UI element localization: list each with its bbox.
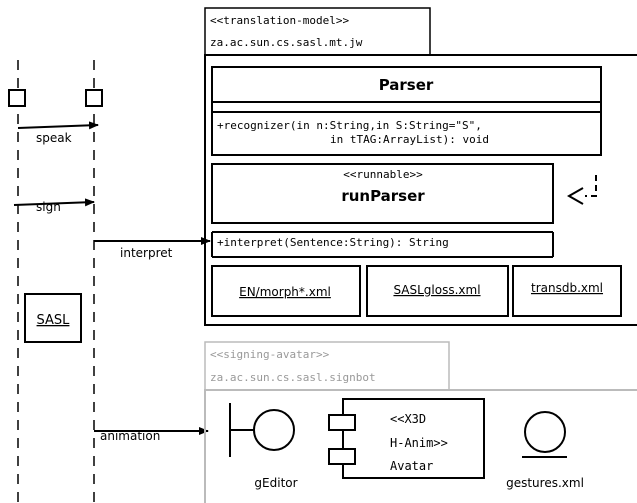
parser-class: Parser +recognizer(in n:String,in S:Stri… <box>211 66 602 156</box>
package-stereotype: <<translation-model>> <box>210 14 349 27</box>
artifact-transdb-label: transdb.xml <box>531 281 603 295</box>
avatar-package-name: za.ac.sun.cs.sasl.signbot <box>210 371 376 384</box>
avatar-package-tab <box>204 341 450 391</box>
runparser-class: <<runnable>> runParser +interpret(Senten… <box>211 163 554 258</box>
translation-model-package: <<translation-model>> za.ac.sun.cs.sasl.… <box>204 7 637 326</box>
speak-arrow <box>17 121 99 130</box>
sasl-object-label: SASL <box>37 313 71 328</box>
dependency-arrow <box>566 175 597 205</box>
runparser-stereotype: <<runnable>> <box>343 168 423 181</box>
messages: speak sign interpret animation <box>13 121 211 443</box>
artifact-morph: EN/morph*.xml <box>211 265 361 317</box>
artifact-transdb: transdb.xml <box>512 265 622 317</box>
sign-label: sign <box>36 200 61 214</box>
sign-arrow <box>13 198 95 207</box>
runparser-operation: +interpret(Sentence:String): String <box>217 236 449 249</box>
component-avatar-line3: Avatar <box>390 459 433 473</box>
boundary-geditor-label: gEditor <box>254 476 297 490</box>
interpret-label: interpret <box>120 246 173 260</box>
parser-class-name: Parser <box>379 76 434 94</box>
parser-operation-line2: in tTAG:ArrayList): void <box>330 133 489 146</box>
artifact-morph-label: EN/morph*.xml <box>239 285 331 299</box>
runparser-class-name: runParser <box>341 187 425 205</box>
sasl-object: SASL <box>24 293 82 343</box>
package-body <box>204 54 637 326</box>
speak-label: speak <box>36 131 72 145</box>
animation-label: animation <box>100 429 160 443</box>
avatar-package-body <box>204 389 637 503</box>
entity-gestures-label: gestures.xml <box>506 476 584 490</box>
avatar-package-stereotype: <<signing-avatar>> <box>210 348 330 361</box>
package-name: za.ac.sun.cs.sasl.mt.jw <box>210 36 363 49</box>
component-avatar-line1: <<X3D <box>390 412 426 426</box>
artifact-gloss-label: SASLgloss.xml <box>393 283 480 297</box>
package-tab <box>204 7 431 56</box>
component-avatar-line2: H-Anim>> <box>390 436 448 450</box>
parser-operation-line1: +recognizer(in n:String,in S:String="S", <box>217 119 482 132</box>
component-avatar: <<X3D H-Anim>> Avatar <box>328 398 485 479</box>
entity-gestures: gestures.xml <box>506 411 584 490</box>
artifact-gloss: SASLgloss.xml <box>366 265 509 317</box>
lifeline-left-head <box>8 89 26 107</box>
boundary-geditor: gEditor <box>229 403 298 490</box>
lifeline-right-head <box>85 89 103 107</box>
signing-avatar-package: <<signing-avatar>> za.ac.sun.cs.sasl.sig… <box>204 341 637 503</box>
lifelines <box>8 60 103 503</box>
